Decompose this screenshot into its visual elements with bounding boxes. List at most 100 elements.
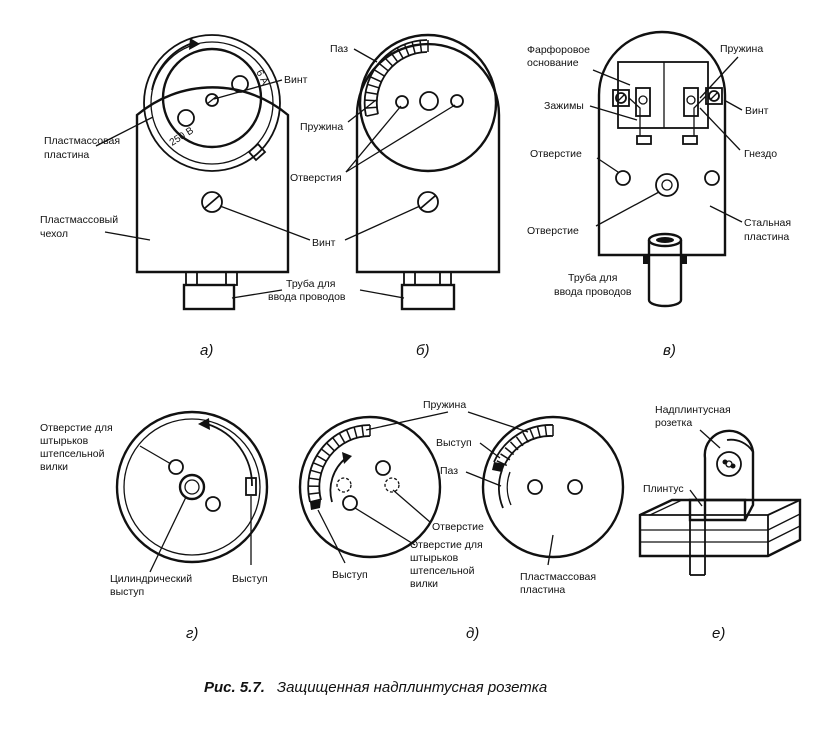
v-clamp-right-screw xyxy=(708,90,720,102)
spring-coil xyxy=(544,425,548,437)
a-plate-label: Пластмассовая xyxy=(44,135,120,147)
v-hole2-leader xyxy=(595,191,660,227)
spring-coil xyxy=(403,44,410,56)
v-wire-left xyxy=(628,97,641,136)
v-socket-right-hole xyxy=(686,95,696,105)
e-plinth-leader xyxy=(689,489,703,507)
a-hole-left xyxy=(177,109,195,127)
g-hole-label: Отверстие для xyxy=(40,422,113,434)
v-porcelain-base xyxy=(617,61,709,129)
spring-coil xyxy=(312,461,324,468)
g-hole-label-4: вилки xyxy=(40,461,68,473)
d-hole-leader xyxy=(392,489,431,523)
a-tube-stub-right xyxy=(225,271,238,286)
g-hole-upper xyxy=(168,459,184,475)
spring-coil xyxy=(308,492,320,495)
v-clamp-right-slot xyxy=(709,91,719,101)
spring-coil xyxy=(411,41,416,54)
v-hole-left xyxy=(615,170,631,186)
a-tube xyxy=(182,283,236,311)
spring-coil xyxy=(325,442,335,452)
v-socket-label: Гнездо xyxy=(744,148,777,160)
a-plate-leader xyxy=(95,116,154,147)
a-rating-voltage: 250 В xyxy=(168,125,196,148)
a-cover-label-2: чехол xyxy=(40,228,68,240)
d-pin-hole-label-2: штырьков xyxy=(410,552,459,564)
d-plate-leader xyxy=(547,534,554,566)
b-tube xyxy=(400,283,456,311)
v-porcelain-label-2: основание xyxy=(527,57,579,69)
d-protrusion-top-leader xyxy=(479,442,501,459)
d-spring-leader-2 xyxy=(467,411,529,433)
d-pin-hole-label-4: вилки xyxy=(410,578,438,590)
d-spring-label: Пружина xyxy=(423,399,466,411)
e-socket-leader xyxy=(699,429,721,449)
e-socket-label-2: розетка xyxy=(655,417,692,429)
e-socket-label: Надплинтусная xyxy=(655,404,731,416)
v-porcelain-leader xyxy=(592,69,631,86)
a-plate-label-2: пластина xyxy=(44,149,89,161)
a-housing-screw xyxy=(201,191,223,213)
d-plate-label-2: пластина xyxy=(520,584,565,596)
v-socket-left xyxy=(635,87,651,117)
v-screw-label: Винт xyxy=(745,105,769,117)
subfigure-v-label: в) xyxy=(663,342,676,359)
v-socket-right xyxy=(683,87,699,117)
b-holes-leader-1 xyxy=(345,105,402,173)
spring-coil xyxy=(529,429,535,440)
spring-coil xyxy=(320,448,331,457)
spring-coil xyxy=(536,426,542,438)
d-pin-hole-label-3: штепсельной xyxy=(410,565,475,577)
spring-coil xyxy=(500,453,511,461)
v-steel-label-2: пластина xyxy=(744,231,789,243)
v-clamp-left-slot xyxy=(616,93,626,103)
b-hole-center xyxy=(419,91,439,111)
v-hole-right xyxy=(704,170,720,186)
spring-coil xyxy=(338,432,346,444)
g-outer-ring xyxy=(115,410,269,564)
g-protrusion xyxy=(245,477,257,496)
b-holes-label: Отверстия xyxy=(290,172,342,184)
b-slot-leader xyxy=(353,48,378,63)
a-cover-label: Пластмассовый xyxy=(40,214,118,226)
v-spring-label: Пружина xyxy=(720,43,763,55)
spring-coil xyxy=(509,441,519,451)
v-socket-leader xyxy=(699,107,741,151)
b-housing xyxy=(355,42,501,274)
v-wire-right xyxy=(693,95,707,136)
b-spring xyxy=(363,39,429,117)
a-cover-leader xyxy=(104,231,151,241)
b-tube-stub-right xyxy=(439,271,452,286)
d-left-hole-ghost-1 xyxy=(336,477,352,493)
spring-coil xyxy=(367,83,380,89)
b-hole-right xyxy=(450,94,464,108)
spring-coil xyxy=(496,460,508,467)
subfigure-b-label: б) xyxy=(416,342,429,359)
figure-a: 6 А 250 В Винт Пластмассовая пластина Пл… xyxy=(40,34,308,359)
d-plate-label: Пластмассовая xyxy=(520,571,596,583)
spring-coil xyxy=(365,91,378,96)
a-tube-stub-left xyxy=(185,271,198,286)
ab-tube-leader-b xyxy=(359,289,405,299)
b-hole-left xyxy=(395,95,409,109)
spring-coil xyxy=(316,454,327,462)
g-arrow-arc xyxy=(206,423,253,487)
g-hole-lower xyxy=(205,496,221,512)
g-cyl-label-2: выступ xyxy=(110,586,144,598)
ab-tube-label: Труба для xyxy=(286,278,335,290)
ab-screw-label: Винт xyxy=(312,237,336,249)
d-protrusion-top-label: Выступ xyxy=(436,437,472,449)
spring-coil xyxy=(331,437,340,447)
v-tube-label: Труба для xyxy=(568,272,617,284)
e-socket-body xyxy=(688,429,755,576)
figure-v: Фарфоровое основание Пружина Зажимы Винт… xyxy=(527,30,791,359)
v-hole1-leader xyxy=(596,157,619,173)
a-plate xyxy=(161,47,263,149)
spring-coil xyxy=(361,425,365,437)
g-cyl-label: Цилиндрический xyxy=(110,573,192,585)
g-inner-ring xyxy=(123,418,261,556)
d-pin-hole-leader xyxy=(354,507,416,546)
v-plate xyxy=(597,30,727,257)
spring-coil xyxy=(389,51,399,63)
